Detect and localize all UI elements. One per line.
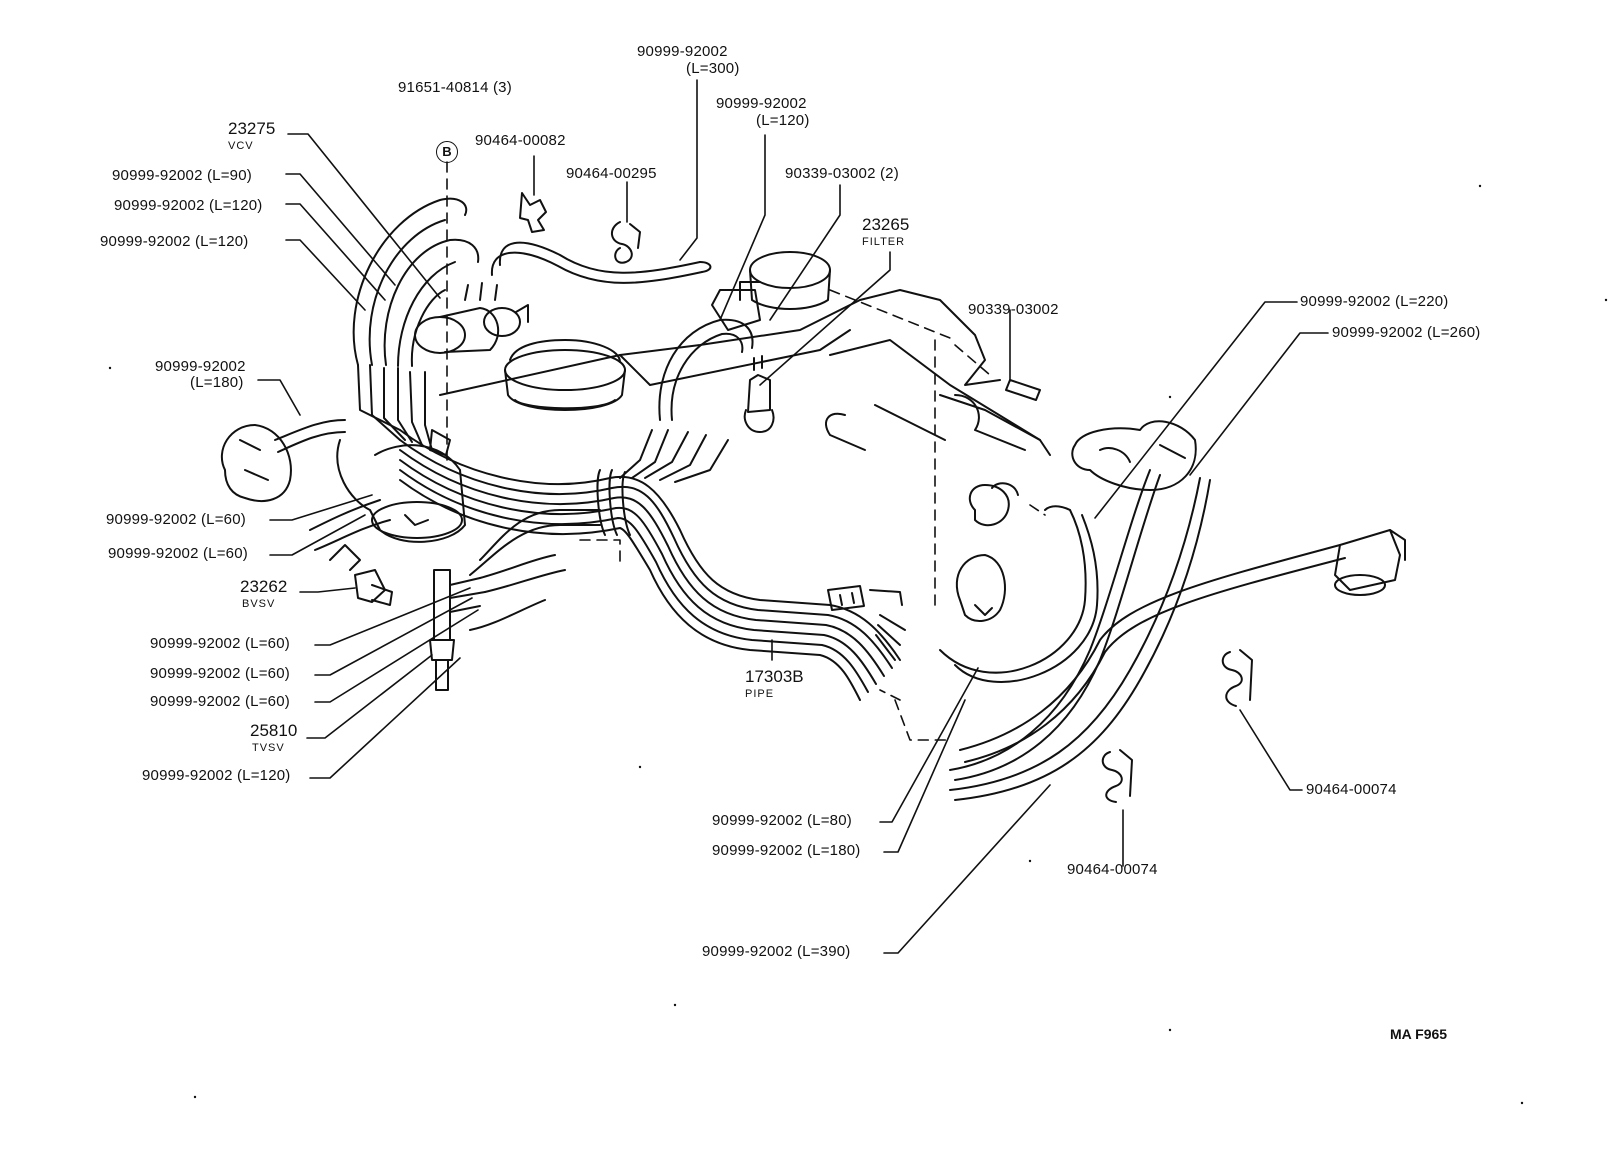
label-hose-l180-a-len: (L=180) xyxy=(190,374,244,391)
clamp-90464-00295 xyxy=(611,221,641,264)
leader-lines xyxy=(257,79,1329,954)
diagram-code: MA F965 xyxy=(1390,1026,1448,1042)
right-diaphragm-upper xyxy=(1071,420,1197,491)
label-hose-l260: 90999-92002 (L=260) xyxy=(1332,324,1481,341)
oil-cap xyxy=(504,339,626,411)
label-hose-l60-c: 90999-92002 (L=60) xyxy=(150,635,290,652)
label-17303b: 17303B xyxy=(745,667,804,686)
label-23275: 23275 xyxy=(228,119,276,138)
clamp-90464-00082 xyxy=(519,192,547,233)
label-hose-l180-a: 90999-92002 xyxy=(155,358,246,375)
label-hose-l80: 90999-92002 (L=80) xyxy=(712,812,852,829)
right-actuator xyxy=(1334,529,1406,596)
label-91651-40814: 91651-40814 (3) xyxy=(398,79,512,96)
label-hose-l120-b: 90999-92002 (L=120) xyxy=(100,233,249,250)
vcv-valve xyxy=(414,282,529,354)
clamp-90464-00074-right xyxy=(1221,649,1253,707)
tvsv-25810 xyxy=(429,554,566,691)
section-badge-b: B xyxy=(436,141,458,163)
label-hose-l120-d-len: (L=120) xyxy=(756,112,810,129)
label-90464-00074-right: 90464-00074 xyxy=(1306,781,1397,798)
label-23262-sub: BVSV xyxy=(242,598,276,610)
label-23265: 23265 xyxy=(862,215,910,234)
label-25810: 25810 xyxy=(250,721,298,740)
label-90339-03002-2: 90339-03002 (2) xyxy=(785,165,899,182)
left-diaphragm xyxy=(220,419,346,502)
filter-23265 xyxy=(743,355,775,433)
label-hose-l300-len: (L=300) xyxy=(686,60,740,77)
label-hose-l60-d: 90999-92002 (L=60) xyxy=(150,665,290,682)
label-hose-l120-c: 90999-92002 (L=120) xyxy=(142,767,291,784)
label-90464-00074-mid: 90464-00074 xyxy=(1067,861,1158,878)
center-hoses xyxy=(309,499,601,576)
label-hose-l300: 90999-92002 xyxy=(637,43,728,60)
label-hose-l120-a: 90999-92002 (L=120) xyxy=(114,197,263,214)
label-23275-sub: VCV xyxy=(228,140,254,152)
pipe-connector xyxy=(827,585,906,661)
hose-plug-90339 xyxy=(1005,379,1041,401)
label-90339-03002: 90339-03002 xyxy=(968,301,1059,318)
label-90464-00082: 90464-00082 xyxy=(475,132,566,149)
label-23262: 23262 xyxy=(240,577,288,596)
label-hose-l60-a: 90999-92002 (L=60) xyxy=(106,511,246,528)
pipe-bundle xyxy=(357,364,901,701)
label-90464-00295: 90464-00295 xyxy=(566,165,657,182)
mid-diaphragm xyxy=(955,554,1006,622)
bent-hose-120 xyxy=(658,318,754,421)
label-hose-l180-b: 90999-92002 (L=180) xyxy=(712,842,861,859)
clamp-90464-00074-mid xyxy=(1101,749,1133,803)
label-hose-l90: 90999-92002 (L=90) xyxy=(112,167,252,184)
label-hose-l120-d: 90999-92002 xyxy=(716,95,807,112)
right-hoses xyxy=(939,469,1346,801)
small-valve-mid xyxy=(968,482,1019,527)
bvsv-23262 xyxy=(329,544,393,606)
label-hose-l220: 90999-92002 (L=220) xyxy=(1300,293,1449,310)
label-hose-l60-b: 90999-92002 (L=60) xyxy=(108,545,248,562)
engine-outline xyxy=(439,289,1051,456)
label-hose-l60-e: 90999-92002 (L=60) xyxy=(150,693,290,710)
label-17303b-sub: PIPE xyxy=(745,688,775,700)
label-25810-sub: TVSV xyxy=(252,742,285,754)
label-23265-sub: FILTER xyxy=(862,236,906,248)
reference-dashes xyxy=(446,161,1046,741)
scan-dots xyxy=(108,184,1608,1105)
upper-left-hoses xyxy=(352,197,712,367)
label-hose-l390: 90999-92002 (L=390) xyxy=(702,943,851,960)
